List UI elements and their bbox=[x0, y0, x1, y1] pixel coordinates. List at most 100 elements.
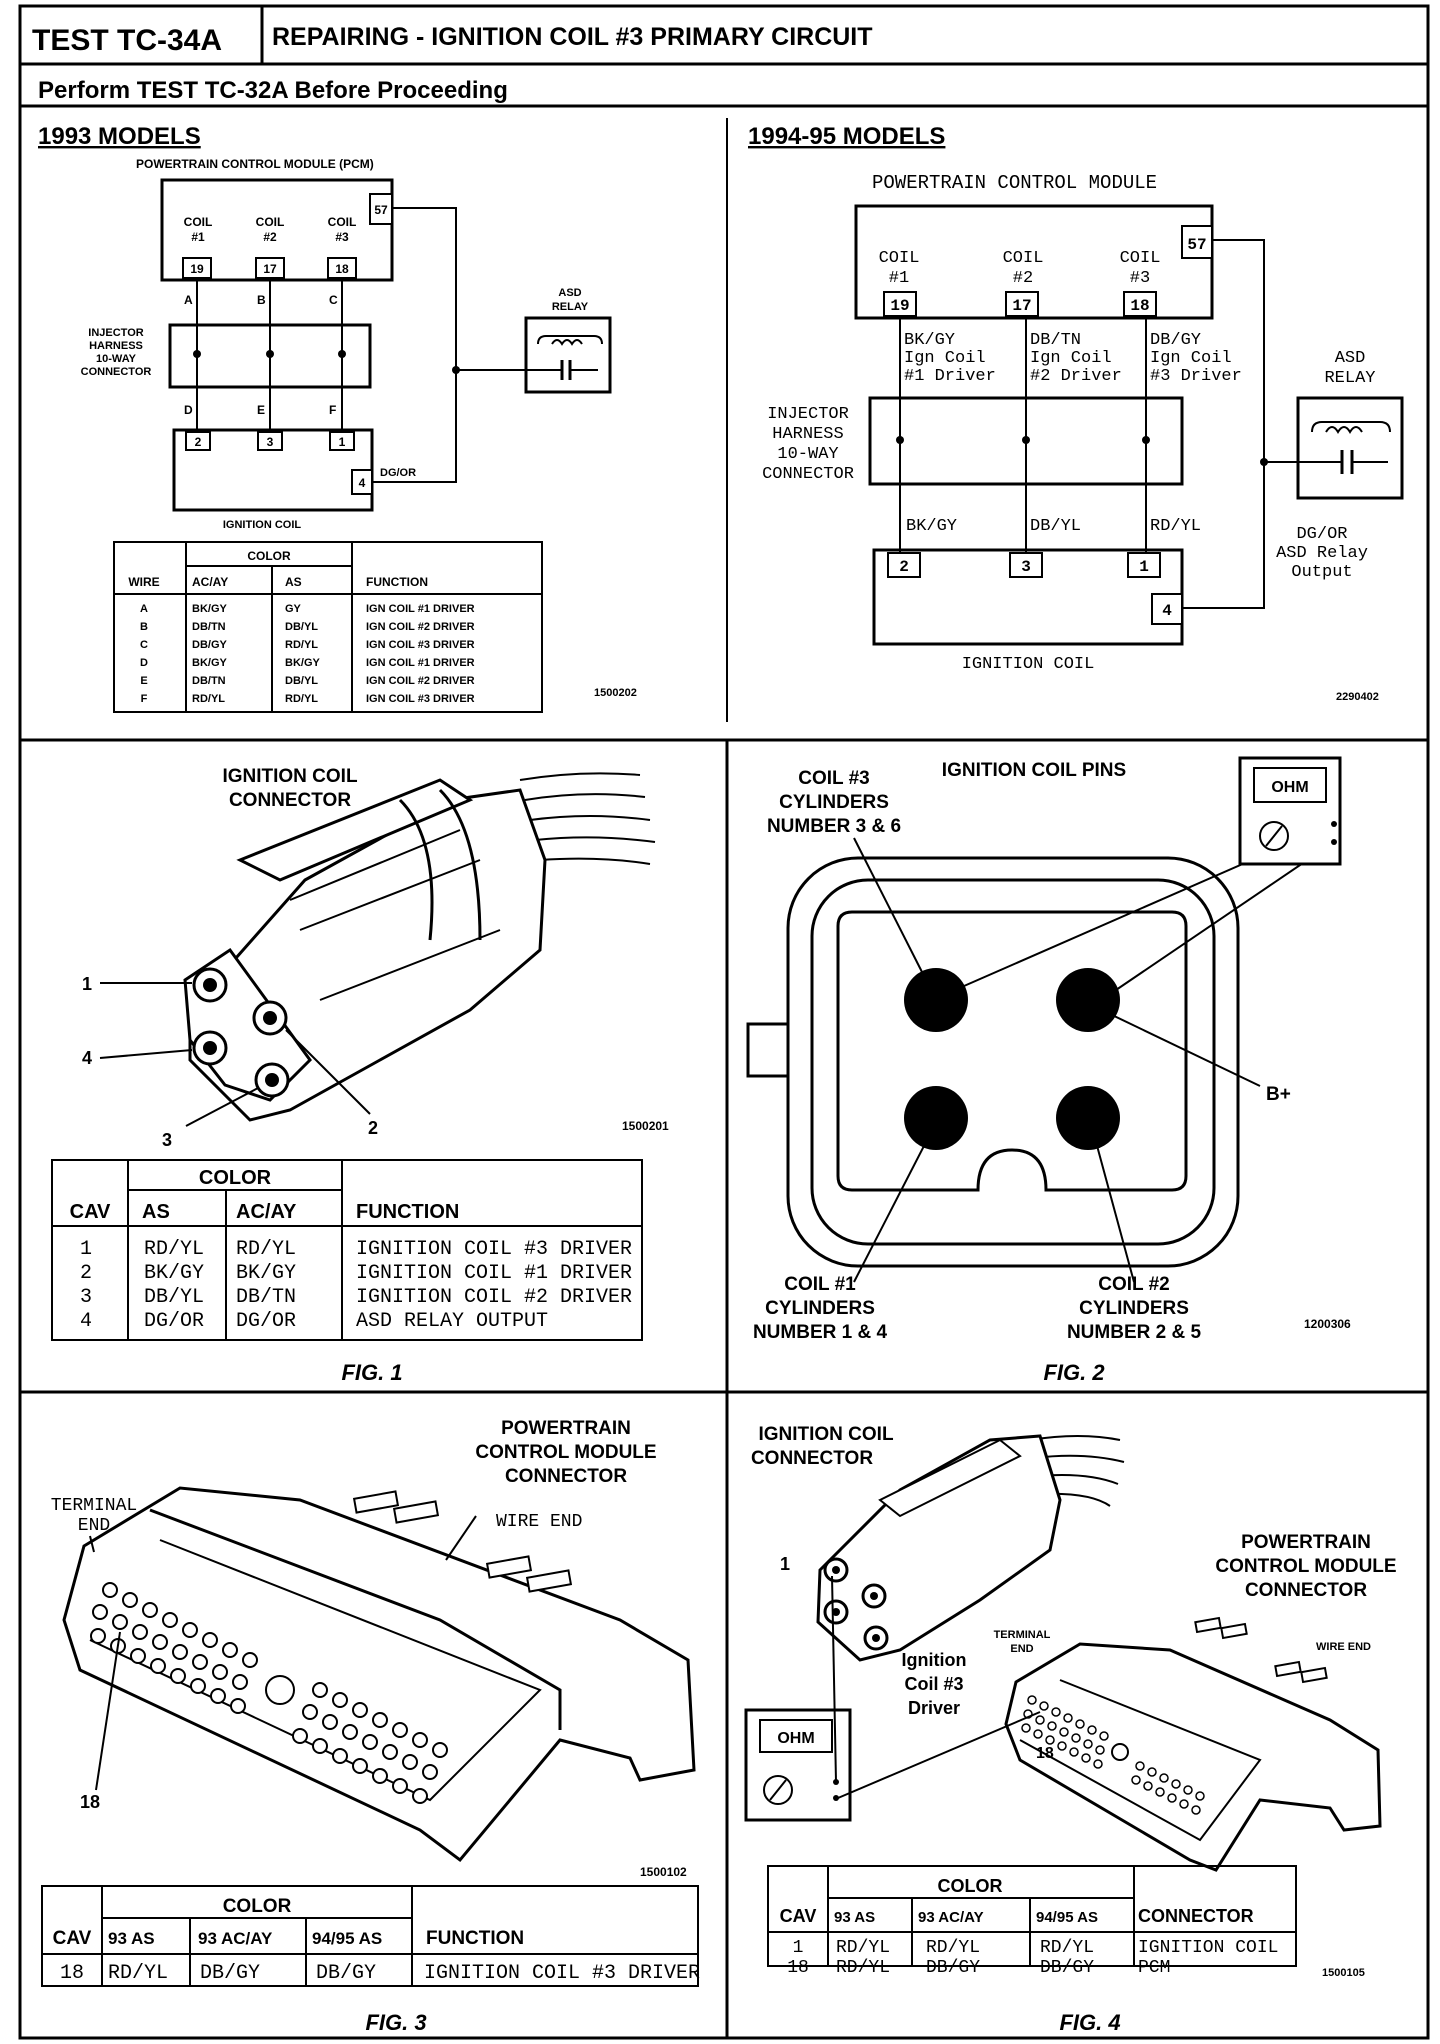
svg-text:RELAY: RELAY bbox=[552, 301, 589, 313]
cavity-table-fig3: COLOR CAV 93 AS 93 AC/AY 94/95 AS FUNCTI… bbox=[41, 1885, 700, 1987]
svg-text:#1: #1 bbox=[191, 230, 205, 244]
coil-pin bbox=[904, 968, 968, 1032]
svg-text:IGN COIL #2 DRIVER: IGN COIL #2 DRIVER bbox=[366, 621, 475, 633]
svg-text:COIL: COIL bbox=[256, 215, 285, 229]
svg-text:CONTROL MODULE: CONTROL MODULE bbox=[1215, 1556, 1396, 1577]
svg-text:HARNESS: HARNESS bbox=[89, 340, 143, 352]
svg-text:RD/YL: RD/YL bbox=[285, 639, 318, 651]
svg-text:57: 57 bbox=[1187, 236, 1206, 254]
svg-text:IGN COIL #3 DRIVER: IGN COIL #3 DRIVER bbox=[366, 693, 475, 705]
svg-text:1500201: 1500201 bbox=[622, 1119, 669, 1133]
svg-text:93 AS: 93 AS bbox=[834, 1909, 875, 1926]
pcm-label-1994: POWERTRAIN CONTROL MODULE bbox=[872, 172, 1157, 194]
svg-text:FUNCTION: FUNCTION bbox=[426, 1928, 524, 1949]
svg-text:Coil #3: Coil #3 bbox=[904, 1674, 963, 1694]
svg-text:C: C bbox=[329, 293, 338, 307]
svg-text:OHM: OHM bbox=[1271, 779, 1308, 796]
pin-holes bbox=[90, 1582, 448, 1804]
svg-text:IGNITION COIL: IGNITION COIL bbox=[222, 766, 358, 787]
svg-text:3: 3 bbox=[267, 435, 274, 449]
svg-text:NUMBER 1 & 4: NUMBER 1 & 4 bbox=[753, 1322, 888, 1343]
ref-1993: 1500202 bbox=[594, 687, 637, 699]
svg-text:DG/OR: DG/OR bbox=[144, 1310, 204, 1333]
svg-text:CAV: CAV bbox=[53, 1928, 92, 1949]
svg-text:1: 1 bbox=[339, 435, 346, 449]
svg-text:2: 2 bbox=[899, 558, 909, 576]
svg-text:IGN COIL #3 DRIVER: IGN COIL #3 DRIVER bbox=[366, 639, 475, 651]
pcm-box-1993 bbox=[160, 178, 394, 282]
svg-text:WIRE: WIRE bbox=[128, 575, 159, 589]
svg-text:E: E bbox=[257, 403, 265, 417]
svg-text:RD/YL: RD/YL bbox=[836, 1938, 890, 1958]
svg-text:DB/GY: DB/GY bbox=[200, 1962, 260, 1985]
svg-text:BK/GY: BK/GY bbox=[144, 1262, 204, 1285]
svg-text:COIL: COIL bbox=[1003, 249, 1044, 268]
svg-text:1: 1 bbox=[1139, 558, 1149, 576]
svg-text:POWERTRAIN: POWERTRAIN bbox=[1241, 1532, 1371, 1553]
schematic-1994-95: 1994-95 MODELS POWERTRAIN CONTROL MODULE… bbox=[748, 123, 1404, 703]
svg-text:ASD: ASD bbox=[558, 287, 581, 299]
svg-text:COLOR: COLOR bbox=[247, 549, 291, 563]
svg-text:3: 3 bbox=[80, 1286, 92, 1309]
svg-text:NUMBER 2 & 5: NUMBER 2 & 5 bbox=[1067, 1322, 1202, 1343]
svg-text:IGN COIL #1 DRIVER: IGN COIL #1 DRIVER bbox=[366, 603, 475, 615]
injector-harness-1993 bbox=[168, 323, 372, 389]
heading-1994-95: 1994-95 MODELS bbox=[748, 123, 945, 150]
wire-color-table-1993: COLOR WIRE AC/AY AS FUNCTION A BK/GY GY … bbox=[113, 541, 543, 713]
svg-text:COLOR: COLOR bbox=[223, 1896, 292, 1917]
asd-relay-1994 bbox=[1296, 396, 1404, 500]
svg-text:#1 Driver: #1 Driver bbox=[904, 367, 996, 386]
table-row: 4 DG/OR DG/OR ASD RELAY OUTPUT bbox=[80, 1310, 548, 1333]
ohmmeter-fig4: OHM bbox=[744, 1708, 852, 1822]
svg-text:10-WAY: 10-WAY bbox=[96, 353, 137, 365]
svg-text:AC/AY: AC/AY bbox=[236, 1201, 297, 1223]
svg-text:RD/YL: RD/YL bbox=[1150, 517, 1201, 536]
svg-text:CYLINDERS: CYLINDERS bbox=[1079, 1298, 1189, 1319]
svg-text:CYLINDERS: CYLINDERS bbox=[765, 1298, 875, 1319]
page-subtitle: Perform TEST TC-32A Before Proceeding bbox=[38, 77, 508, 104]
svg-text:19: 19 bbox=[890, 297, 909, 315]
svg-text:#2 Driver: #2 Driver bbox=[1030, 367, 1122, 386]
svg-text:IGNITION COIL #3 DRIVER: IGNITION COIL #3 DRIVER bbox=[424, 1962, 700, 1985]
svg-text:Ign Coil: Ign Coil bbox=[904, 349, 986, 368]
svg-text:93 AC/AY: 93 AC/AY bbox=[918, 1909, 984, 1926]
svg-text:DB/TN: DB/TN bbox=[192, 675, 226, 687]
svg-text:C: C bbox=[140, 639, 148, 651]
svg-text:RD/YL: RD/YL bbox=[926, 1938, 980, 1958]
svg-text:3: 3 bbox=[1021, 558, 1031, 576]
svg-text:DB/GY: DB/GY bbox=[1040, 1958, 1094, 1978]
svg-text:DG/OR: DG/OR bbox=[236, 1310, 296, 1333]
svg-text:DB/GY: DB/GY bbox=[926, 1958, 980, 1978]
svg-text:COIL: COIL bbox=[1120, 249, 1161, 268]
svg-text:A: A bbox=[184, 293, 193, 307]
svg-text:CAV: CAV bbox=[780, 1906, 817, 1926]
svg-text:DB/YL: DB/YL bbox=[285, 621, 318, 633]
table-row: 18 RD/YL DB/GY DB/GY IGNITION COIL #3 DR… bbox=[60, 1962, 700, 1985]
svg-text:F: F bbox=[141, 693, 148, 705]
svg-text:Output: Output bbox=[1291, 563, 1352, 582]
svg-text:IGNITION COIL #1 DRIVER: IGNITION COIL #1 DRIVER bbox=[356, 1262, 632, 1285]
svg-text:DB/GY: DB/GY bbox=[192, 639, 228, 651]
svg-text:CONNECTOR: CONNECTOR bbox=[1138, 1906, 1254, 1926]
svg-text:B: B bbox=[257, 293, 266, 307]
callout-3: 3 bbox=[162, 1130, 172, 1150]
svg-text:GY: GY bbox=[285, 603, 302, 615]
svg-text:94/95 AS: 94/95 AS bbox=[1036, 1909, 1098, 1926]
callout-2: 2 bbox=[368, 1118, 378, 1138]
svg-text:1500105: 1500105 bbox=[1322, 1967, 1365, 1979]
svg-text:IGNITION COIL PINS: IGNITION COIL PINS bbox=[942, 760, 1126, 781]
svg-text:IGN COIL #2 DRIVER: IGN COIL #2 DRIVER bbox=[366, 675, 475, 687]
fig2-ignition-coil-pins: IGNITION COIL PINS COIL #3 CYLINDERS NUM… bbox=[746, 756, 1351, 1385]
svg-text:COLOR: COLOR bbox=[199, 1167, 272, 1189]
svg-text:CONNECTOR: CONNECTOR bbox=[1245, 1580, 1367, 1601]
svg-text:F: F bbox=[329, 403, 336, 417]
svg-text:COIL: COIL bbox=[184, 215, 213, 229]
svg-text:DB/YL: DB/YL bbox=[144, 1286, 204, 1309]
svg-text:10-WAY: 10-WAY bbox=[777, 445, 838, 464]
svg-text:IGNITION COIL #3 DRIVER: IGNITION COIL #3 DRIVER bbox=[356, 1238, 632, 1261]
pin-holes-small bbox=[1021, 1695, 1205, 1815]
svg-text:CONNECTOR: CONNECTOR bbox=[751, 1448, 873, 1469]
svg-text:Driver: Driver bbox=[908, 1698, 960, 1718]
svg-text:Ign Coil: Ign Coil bbox=[1030, 349, 1112, 368]
svg-text:1: 1 bbox=[80, 1238, 92, 1261]
